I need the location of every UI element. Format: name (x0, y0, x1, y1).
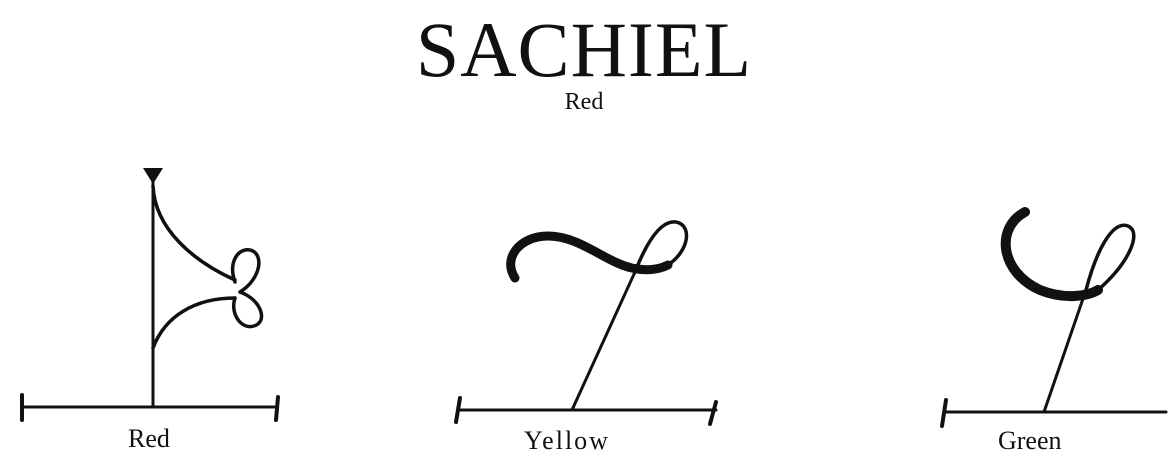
sigil-red-drawing (22, 168, 278, 420)
sigil-green-label: Green (998, 426, 1062, 456)
sigil-green-drawing (942, 212, 1166, 426)
sigil-yellow-drawing (456, 222, 716, 424)
sigil-red-label: Red (128, 424, 170, 454)
sigil-yellow-label: Yellow (524, 426, 610, 456)
